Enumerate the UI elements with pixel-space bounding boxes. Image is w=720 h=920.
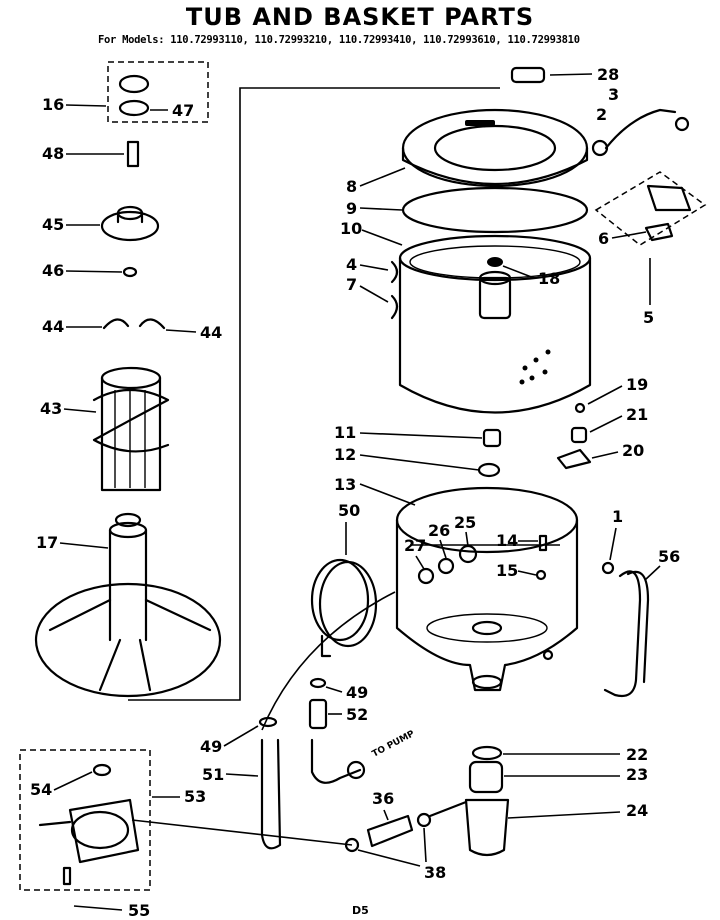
agitator-base-17 (34, 512, 222, 698)
label-7: 7 (346, 275, 357, 294)
outer-tub (395, 486, 579, 692)
label-27: 27 (404, 536, 426, 555)
label-56: 56 (658, 547, 680, 566)
hose-51 (260, 738, 282, 850)
clip-4 (390, 260, 399, 284)
label-17: 17 (36, 533, 58, 552)
clamp-49a (309, 677, 327, 689)
tube-24 (464, 798, 510, 857)
hub-washer (477, 462, 501, 478)
page-code: D5 (352, 904, 369, 917)
label-14: 14 (496, 531, 518, 550)
label-15: 15 (496, 561, 518, 580)
tub-ring (401, 108, 589, 188)
label-5: 5 (643, 308, 654, 327)
clamp-49b (258, 716, 278, 728)
label-48: 48 (42, 144, 64, 163)
clamp-38b (416, 812, 432, 828)
label-10: 10 (340, 219, 362, 238)
label-12: 12 (334, 445, 356, 464)
washer-46 (122, 266, 138, 278)
label-53: 53 (184, 787, 206, 806)
label-22: 22 (626, 745, 648, 764)
tub-hose (603, 570, 642, 698)
hose-52 (308, 698, 328, 730)
dogs-44 (102, 318, 166, 330)
label-3: 3 (608, 85, 619, 104)
label-6: 6 (598, 229, 609, 248)
part-box-5 (594, 171, 707, 246)
label-28: 28 (597, 65, 619, 84)
pump-note: TO PUMP (371, 729, 417, 760)
label-19: 19 (626, 375, 648, 394)
diagram-title: TUB AND BASKET PARTS (185, 3, 535, 31)
seal-27 (417, 567, 435, 585)
seal-47 (118, 99, 150, 117)
part-21 (570, 426, 588, 444)
part-20 (556, 448, 592, 470)
label-43: 43 (40, 399, 62, 418)
seal-22 (471, 745, 503, 761)
label-44b: 44 (200, 323, 222, 342)
label-49b: 49 (200, 737, 222, 756)
label-36: 36 (372, 789, 394, 808)
label-18: 18 (538, 269, 560, 288)
pump-hose (310, 738, 362, 784)
label-49a: 49 (346, 683, 368, 702)
dashed-box-16 (107, 61, 209, 123)
basket-hub-nut (489, 258, 501, 266)
label-45: 45 (42, 215, 64, 234)
hub-nut (482, 428, 502, 448)
label-54: 54 (30, 780, 52, 799)
motor-54 (38, 763, 140, 864)
label-23: 23 (626, 765, 648, 784)
screw-55 (62, 866, 72, 886)
label-21: 21 (626, 405, 648, 424)
label-1: 1 (612, 507, 623, 526)
hose-3 (604, 108, 677, 150)
label-44a: 44 (42, 317, 64, 336)
part-19 (574, 402, 586, 414)
bolt-48 (126, 140, 140, 168)
label-26: 26 (428, 521, 450, 540)
clip-7 (390, 294, 399, 320)
label-51: 51 (202, 765, 224, 784)
label-38: 38 (424, 863, 446, 882)
motor-box-53 (19, 749, 151, 891)
label-25: 25 (454, 513, 476, 532)
label-24: 24 (626, 801, 648, 820)
seal-26 (437, 557, 455, 575)
washer-15 (535, 569, 547, 581)
label-46: 46 (42, 261, 64, 280)
label-55: 55 (128, 901, 150, 920)
models-line: For Models: 110.72993110, 110.72993210, … (98, 34, 580, 46)
label-11: 11 (334, 423, 356, 442)
label-50: 50 (338, 501, 360, 520)
boot-23 (468, 760, 504, 794)
cap-16 (118, 74, 150, 94)
label-52: 52 (346, 705, 368, 724)
label-2: 2 (596, 105, 607, 124)
label-13: 13 (334, 475, 356, 494)
seal-25 (458, 544, 478, 564)
label-9: 9 (346, 199, 357, 218)
label-47: 47 (172, 101, 194, 120)
agitator-auger-43 (92, 366, 170, 492)
pump-50 (310, 558, 378, 658)
coupling-36 (366, 814, 414, 848)
label-20: 20 (622, 441, 644, 460)
tub-ring-gasket (401, 186, 589, 234)
label-4: 4 (346, 255, 357, 274)
clamp-2 (591, 139, 609, 157)
part-28 (510, 66, 546, 84)
label-16: 16 (42, 95, 64, 114)
bolt-14 (538, 534, 548, 552)
agitator-cap-45 (100, 205, 160, 242)
label-8: 8 (346, 177, 357, 196)
